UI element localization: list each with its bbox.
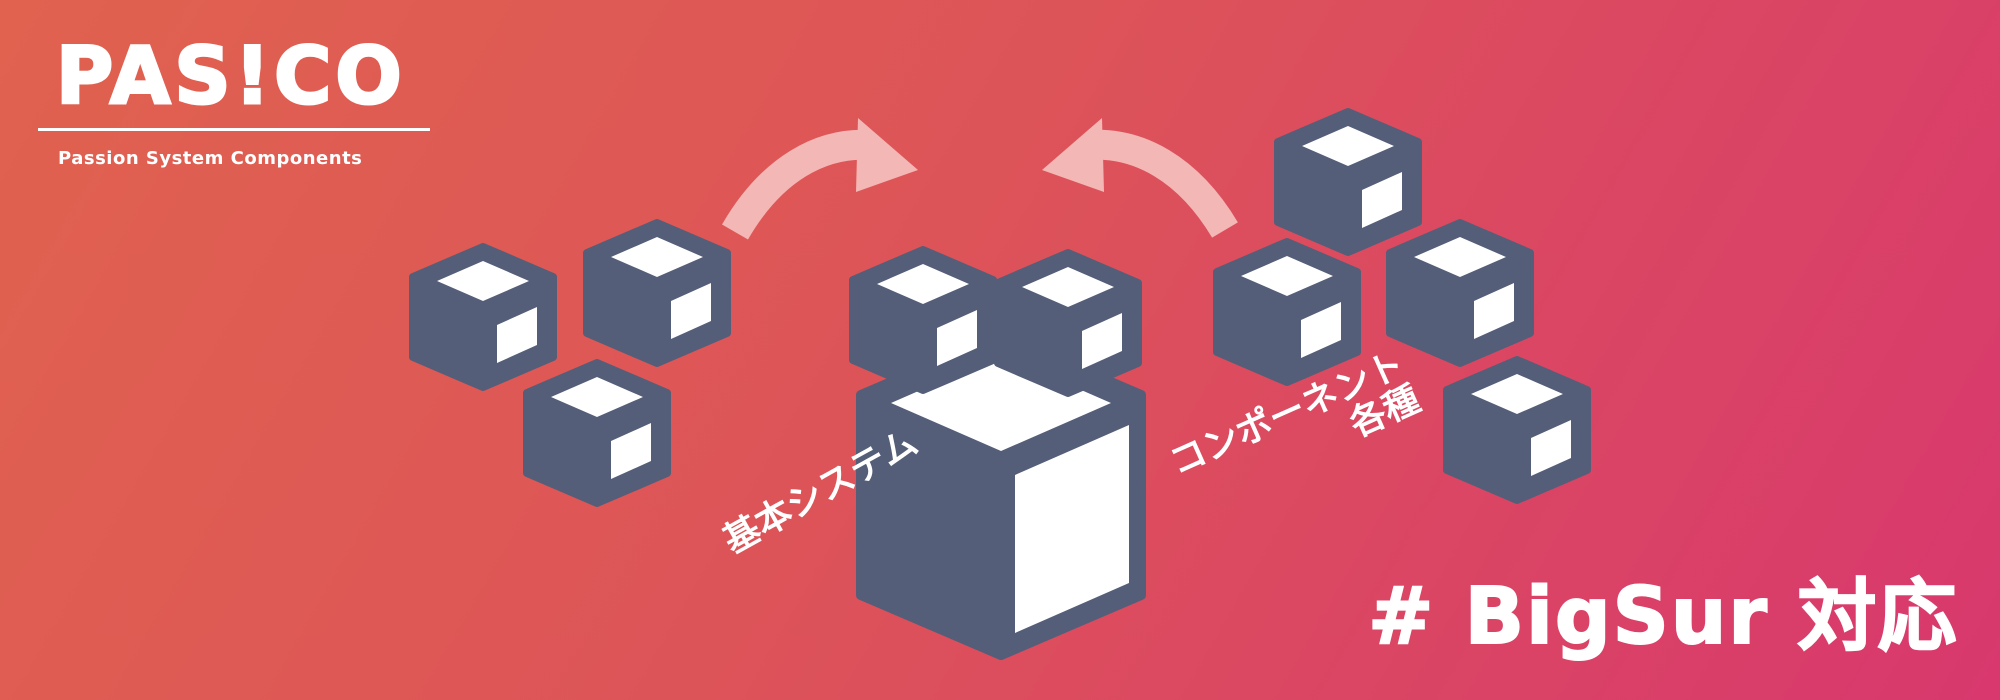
cube-icon: [853, 250, 993, 390]
cube-icon: [1447, 360, 1587, 500]
cube-icon: [998, 253, 1138, 393]
logo-title: PAS!CO: [55, 32, 406, 122]
right-curved-arrow-icon: [1089, 129, 1238, 238]
cube-icon: [1278, 112, 1418, 252]
cube-icon: [1390, 223, 1530, 363]
left-arrow-head-icon: [856, 118, 918, 192]
left-curved-arrow-icon: [722, 129, 871, 240]
logo-tagline: Passion System Components: [58, 148, 363, 169]
right-arrow-head-icon: [1042, 118, 1104, 192]
cube-icon: [527, 363, 667, 503]
cube-icon: [413, 247, 553, 387]
logo-divider: [38, 128, 430, 131]
cube-icon: [587, 223, 727, 363]
bigsur-badge: # BigSur 対応: [1367, 572, 1958, 662]
cube-icon: [1217, 242, 1357, 382]
